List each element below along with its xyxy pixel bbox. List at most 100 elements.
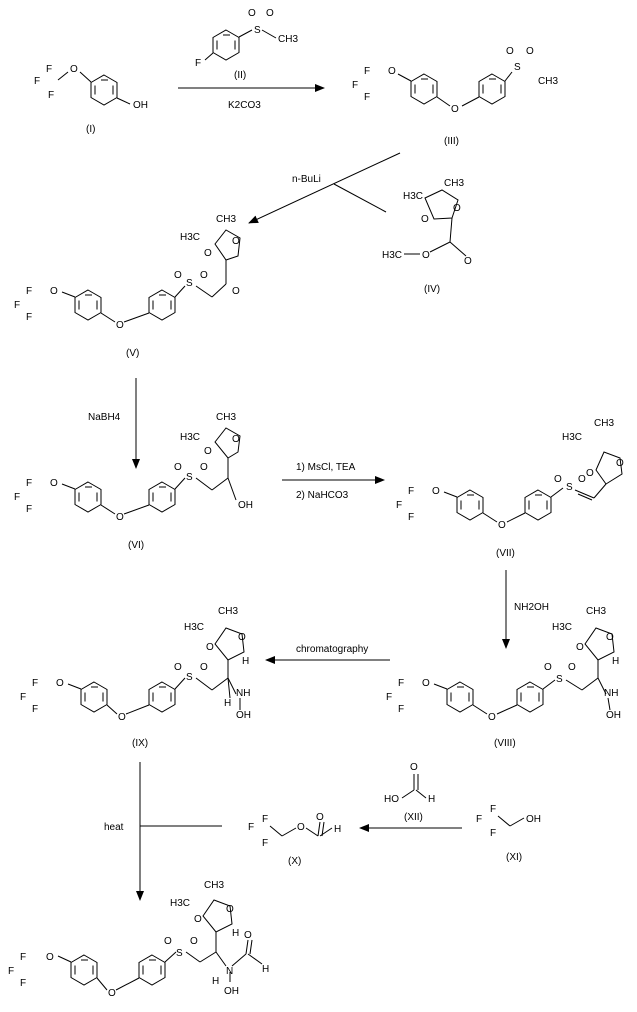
atom-label: O [506,46,514,57]
atom-label: O [498,520,506,531]
atom-label: F [8,966,14,977]
compound-label-IV: (IV) [424,284,440,295]
reagent-mscl: 1) MsCl, TEA [296,462,356,473]
atom-label: F [262,838,268,849]
atom-label: F [20,978,26,989]
atom-label: O [464,256,472,267]
atom-label: H [428,794,435,805]
compound-V: O O F F F S O O O H3C CH3 O O (V) [14,214,241,359]
compound-III: O O F F F S O O CH3 (III) [352,46,558,147]
atom-label: CH3 [538,76,558,87]
atom-label: O [50,286,58,297]
atom-label: F [34,76,40,87]
atom-label: H3C [562,432,582,443]
atom-label: O [238,632,246,643]
atom-label: NH [236,688,250,699]
atom-label: F [398,678,404,689]
atom-label: O [576,642,584,653]
compound-XII: HO O H (XII) [384,762,435,823]
compound-label-VI: (VI) [128,540,144,551]
compound-XI: F F F OH (XI) [476,804,541,863]
atom-label: H [224,698,231,709]
atom-label: H [212,976,219,987]
atom-label: F [32,678,38,689]
atom-label: H [242,656,249,667]
atom-label: O [316,812,324,823]
atom-label: S [556,674,563,685]
compound-VIII: O O F F F S O O NH OH H3C CH3 O O H (VII… [386,606,621,749]
atom-label: F [14,300,20,311]
atom-label: O [50,478,58,489]
atom-label: S [566,482,573,493]
atom-label: F [408,512,414,523]
final-product: O O F F F S O O N OH O H H H3C CH3 O O H [8,880,269,999]
compound-label-I: (I) [86,124,95,135]
atom-label: CH3 [586,606,606,617]
atom-label: F [26,504,32,515]
atom-label: O [432,486,440,497]
atom-label: O [200,662,208,673]
atom-label: O [297,822,305,833]
atom-label: O [266,8,274,19]
atom-label: S [186,672,193,683]
reaction-arrow [248,152,401,224]
atom-label: F [26,312,32,323]
reagent-heat: heat [104,822,124,833]
atom-label: F [352,80,358,91]
atom-label: O [46,952,54,963]
atom-label: O [421,214,429,225]
compound-label-IX: (IX) [132,738,148,749]
atom-label: H [262,964,269,975]
compound-label-XI: (XI) [506,852,522,863]
atom-label: CH3 [278,34,298,45]
atom-label: O [453,203,461,214]
reactant-branch-line [333,183,387,213]
atom-label: O [232,286,240,297]
atom-label: F [20,952,26,963]
atom-label: CH3 [444,178,464,189]
compound-label-VII: (VII) [496,548,515,559]
atom-label: F [26,286,32,297]
atom-label: O [422,678,430,689]
reagent-chromatography: chromatography [296,644,368,655]
atom-label: HO [384,794,399,805]
atom-label: H [612,656,619,667]
atom-label: O [204,446,212,457]
compound-VII: O O F F F S O O H3C CH3 O O (VII) [396,418,624,559]
atom-label: F [26,478,32,489]
atom-label: O [206,642,214,653]
atom-label: O [70,64,78,75]
atom-label: O [108,988,116,999]
atom-label: O [56,678,64,689]
atom-label: O [232,434,240,445]
atom-label: F [398,704,404,715]
atom-label: OH [236,710,251,721]
atom-label: CH3 [218,606,238,617]
atom-label: O [164,936,172,947]
reagent-nabh4: NaBH4 [88,412,121,423]
atom-label: O [616,458,624,469]
atom-label: O [554,474,562,485]
atom-label: F [48,90,54,101]
atom-label: O [174,662,182,673]
atom-label: H3C [382,250,402,261]
atom-label: F [14,492,20,503]
atom-label: F [20,692,26,703]
reagent-nh2oh: NH2OH [514,602,549,613]
atom-label: H3C [170,898,190,909]
atom-label: O [568,662,576,673]
atom-label: O [116,320,124,331]
atom-label: O [118,712,126,723]
atom-label: H3C [184,622,204,633]
atom-label: O [232,236,240,247]
atom-label: OH [526,814,541,825]
compound-II: S O O CH3 F (II) [195,8,298,81]
atom-label: O [248,8,256,19]
compound-VI: O O F F F S O O OH H3C CH3 O O (VI) [14,412,253,551]
atom-label: H [232,928,239,939]
atom-label: O [194,914,202,925]
atom-label: OH [606,710,621,721]
atom-label: F [408,486,414,497]
atom-label: H3C [180,232,200,243]
